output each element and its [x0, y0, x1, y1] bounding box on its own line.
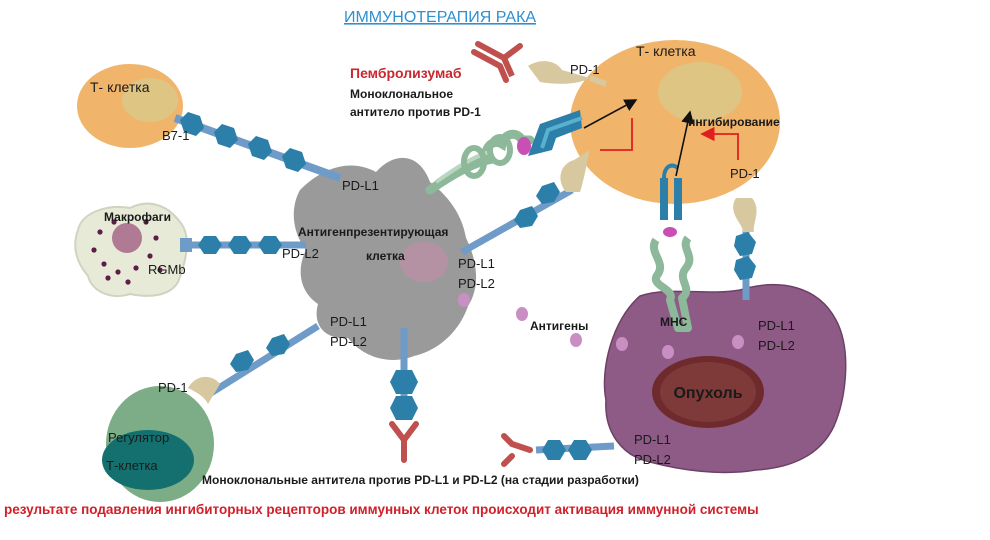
label-pdl2-lower: PD-L2 — [330, 334, 367, 349]
label-pdl2-apc: PD-L2 — [282, 246, 319, 261]
label-mhc: MHC — [660, 315, 688, 329]
b7-1-chain — [173, 112, 342, 182]
regulatory-t-cell — [102, 386, 214, 502]
label-rgmb: RGMb — [148, 262, 186, 277]
tumor-cell — [603, 284, 847, 474]
label-pdl2-tumor: PD-L2 — [758, 338, 795, 353]
label-pembrolizumab: Пембролизумаб — [350, 65, 462, 81]
label-t-cell-left: Т- клетка — [90, 79, 150, 95]
label-regulator: Регулятор — [108, 430, 169, 445]
label-antigens: Антигены — [530, 319, 588, 333]
pd1-pdl1-bridge — [425, 110, 583, 195]
label-pd1-top: PD-1 — [570, 62, 600, 77]
apc-to-antibody-chain — [389, 328, 419, 463]
apc-to-tcell-chain — [460, 150, 590, 256]
caption-text: результате подавления ингибиторных рецеп… — [4, 502, 759, 517]
t-cell-right — [570, 40, 780, 204]
label-pdl1-mid: PD-L1 — [458, 256, 495, 271]
label-t-cell-reg: Т-клетка — [106, 458, 158, 473]
label-pd1-treg: PD-1 — [158, 380, 188, 395]
label-inhibition: ингибирование — [688, 115, 780, 129]
label-b7-1: B7-1 — [162, 128, 189, 143]
label-apc-line2: клетка — [366, 249, 405, 263]
label-pdl2-bottom: PD-L2 — [634, 452, 671, 467]
tumor-to-antibody-chain — [501, 433, 615, 467]
label-tumor: Опухоль — [673, 385, 742, 402]
label-pdl1-apc: PD-L1 — [342, 178, 379, 193]
label-apc-line1: Антигенпрезентирующая — [298, 225, 448, 239]
label-pdl1-bottom: PD-L1 — [634, 432, 671, 447]
rgmb-chain — [180, 236, 306, 254]
page-title: ИММУНОТЕРАПИЯ РАКА — [344, 9, 536, 26]
label-pd1-antibody-line2: антитело против PD-1 — [350, 105, 481, 119]
apc-to-treg-chain — [188, 323, 320, 404]
t-cell-left — [77, 64, 183, 148]
label-macrophages: Макрофаги — [104, 210, 171, 224]
activation-arrows — [583, 99, 739, 177]
label-pd1-antibody-line1: Моноклональное — [350, 87, 453, 101]
label-pdl1-lower: PD-L1 — [330, 314, 367, 329]
label-pdl2-mid: PD-L2 — [458, 276, 495, 291]
tcr-mhc-complex — [650, 163, 694, 332]
pembrolizumab-antibody — [471, 41, 523, 83]
label-pdl1-tumor: PD-L1 — [758, 318, 795, 333]
label-t-cell-right: Т- клетка — [636, 43, 696, 59]
label-pd1-right: PD-1 — [730, 166, 760, 181]
label-antibodies-pdl: Моноклональные антитела против PD-L1 и P… — [202, 473, 639, 487]
antigen-presenting-cell — [293, 157, 477, 360]
pd-1-receptor-top — [528, 61, 608, 87]
pd1-tumor-chain — [733, 198, 757, 300]
antigen-dots — [458, 293, 744, 359]
macrophage — [74, 202, 188, 297]
